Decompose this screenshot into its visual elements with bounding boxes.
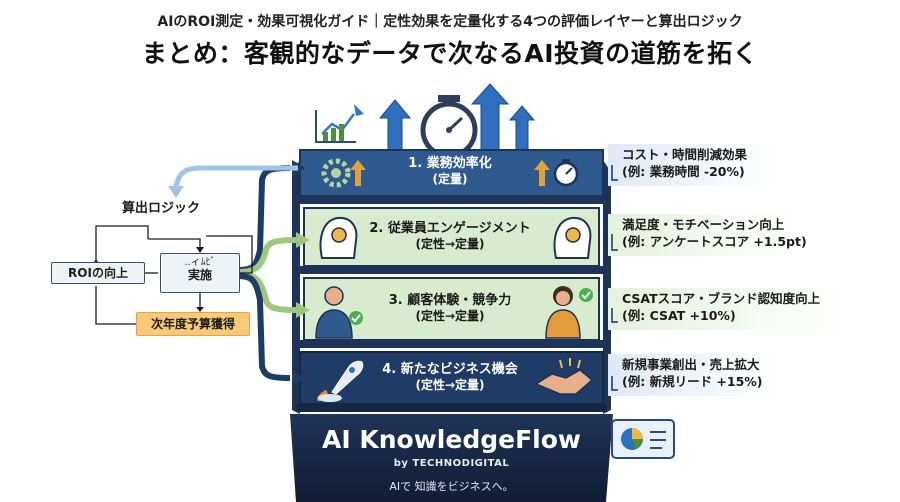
budget-box: 次年度予算獲得 (136, 312, 250, 336)
up-arrow-icon (378, 83, 536, 151)
effect-4-bg (608, 354, 778, 396)
effect-1-text: コスト・時間削減効果 (622, 147, 748, 162)
effect-4: 新規事業創出・売上拡大 (例: 新規リード +15%) (622, 357, 763, 391)
layer-2-title: 2. 従業員エンゲージメント (369, 221, 531, 236)
arrowhead-icon (196, 247, 204, 253)
effect-2-example: (例: アンケートスコア +1.5pt) (622, 233, 807, 249)
gear-icon (321, 158, 351, 188)
execution-label: 実施 (187, 267, 212, 282)
layer-3-label: 3. 顧客体験・競争力 (定性→定量) (370, 293, 530, 323)
layer-4-title: 4. 新たなビジネス機会 (382, 362, 518, 377)
effect-4-text: 新規事業創出・売上拡大 (622, 357, 760, 372)
customer-man-icon (315, 286, 363, 339)
growth-chart-icon (315, 104, 364, 143)
layer-3-type: (定性→定量) (415, 308, 485, 323)
brand-name: AI KnowledgeFlow (322, 425, 581, 454)
brand-pedestal (290, 414, 613, 502)
effect-4-example: (例: 新規リード +15%) (622, 373, 763, 389)
effect-2-bg (608, 214, 798, 256)
layer-4-label: 4. 新たなビジネス機会 (定性→定量) (370, 362, 530, 392)
feedback-arrow-head (168, 186, 184, 198)
effect-3-text: CSATスコア・ブランド認知度向上 (622, 291, 821, 306)
feedback-arrow (173, 165, 298, 189)
layer-3-title: 3. 顧客体験・競争力 (388, 293, 512, 308)
handshake-icon (534, 358, 594, 395)
layer-4-type: (定性→定量) (415, 377, 485, 392)
effect-1-example: (例: 業務時間 -20%) (622, 163, 745, 179)
effect-3-bg (608, 288, 848, 330)
up-arrow-small-icon (350, 160, 550, 186)
customer-woman-icon (545, 286, 593, 339)
brand-tagline: AIで 知識をビジネスへ。 (389, 480, 514, 493)
brand-by: by TECHNODIGITAL (393, 458, 510, 469)
roi-box: ROIの向上 (51, 262, 145, 284)
page-subtitle: AIのROI測定・効果可視化ガイド｜定性効果を定量化する4つの評価レイヤーと算出… (157, 14, 743, 30)
effect-1: コスト・時間削減効果 (例: 業務時間 -20%) (622, 147, 747, 181)
layer-1-title: 1. 業務効率化 (408, 156, 492, 171)
layer-1-label: 1. 業務効率化 (定量) (380, 156, 520, 186)
head-lightbulb-icon (319, 216, 358, 259)
calc-loop-lines (95, 225, 253, 325)
execution-small-text: ..ィﾑﾋﾞ (184, 257, 216, 268)
rocket-icon (317, 360, 364, 402)
timer-icon (553, 159, 579, 187)
arrowhead-icon (196, 307, 204, 312)
head-lightbulb-icon (553, 216, 592, 259)
layer-2-type: (定性→定量) (415, 236, 485, 251)
effect-connectors (611, 165, 618, 391)
pie-chart-report-icon (611, 419, 675, 459)
calc-logic-title: 算出ロジック (122, 201, 201, 216)
effect-3: CSATスコア・ブランド認知度向上 (例: CSAT +10%) (622, 291, 820, 325)
stopwatch-icon (420, 95, 478, 159)
page-title: まとめ：客観的なデータで次なるAI投資の道筋を拓く (141, 39, 759, 68)
layer-1-type: (定量) (432, 171, 468, 186)
effect-2-text: 満足度・モチベーション向上 (622, 217, 785, 232)
layer-2-label: 2. 従業員エンゲージメント (定性→定量) (360, 221, 540, 251)
effect-2: 満足度・モチベーション向上 (例: アンケートスコア +1.5pt) (622, 217, 807, 251)
execution-box: ..ィﾑﾋﾞ 実施 (160, 253, 240, 293)
effect-1-bg (608, 144, 778, 186)
effect-3-example: (例: CSAT +10%) (622, 307, 736, 323)
